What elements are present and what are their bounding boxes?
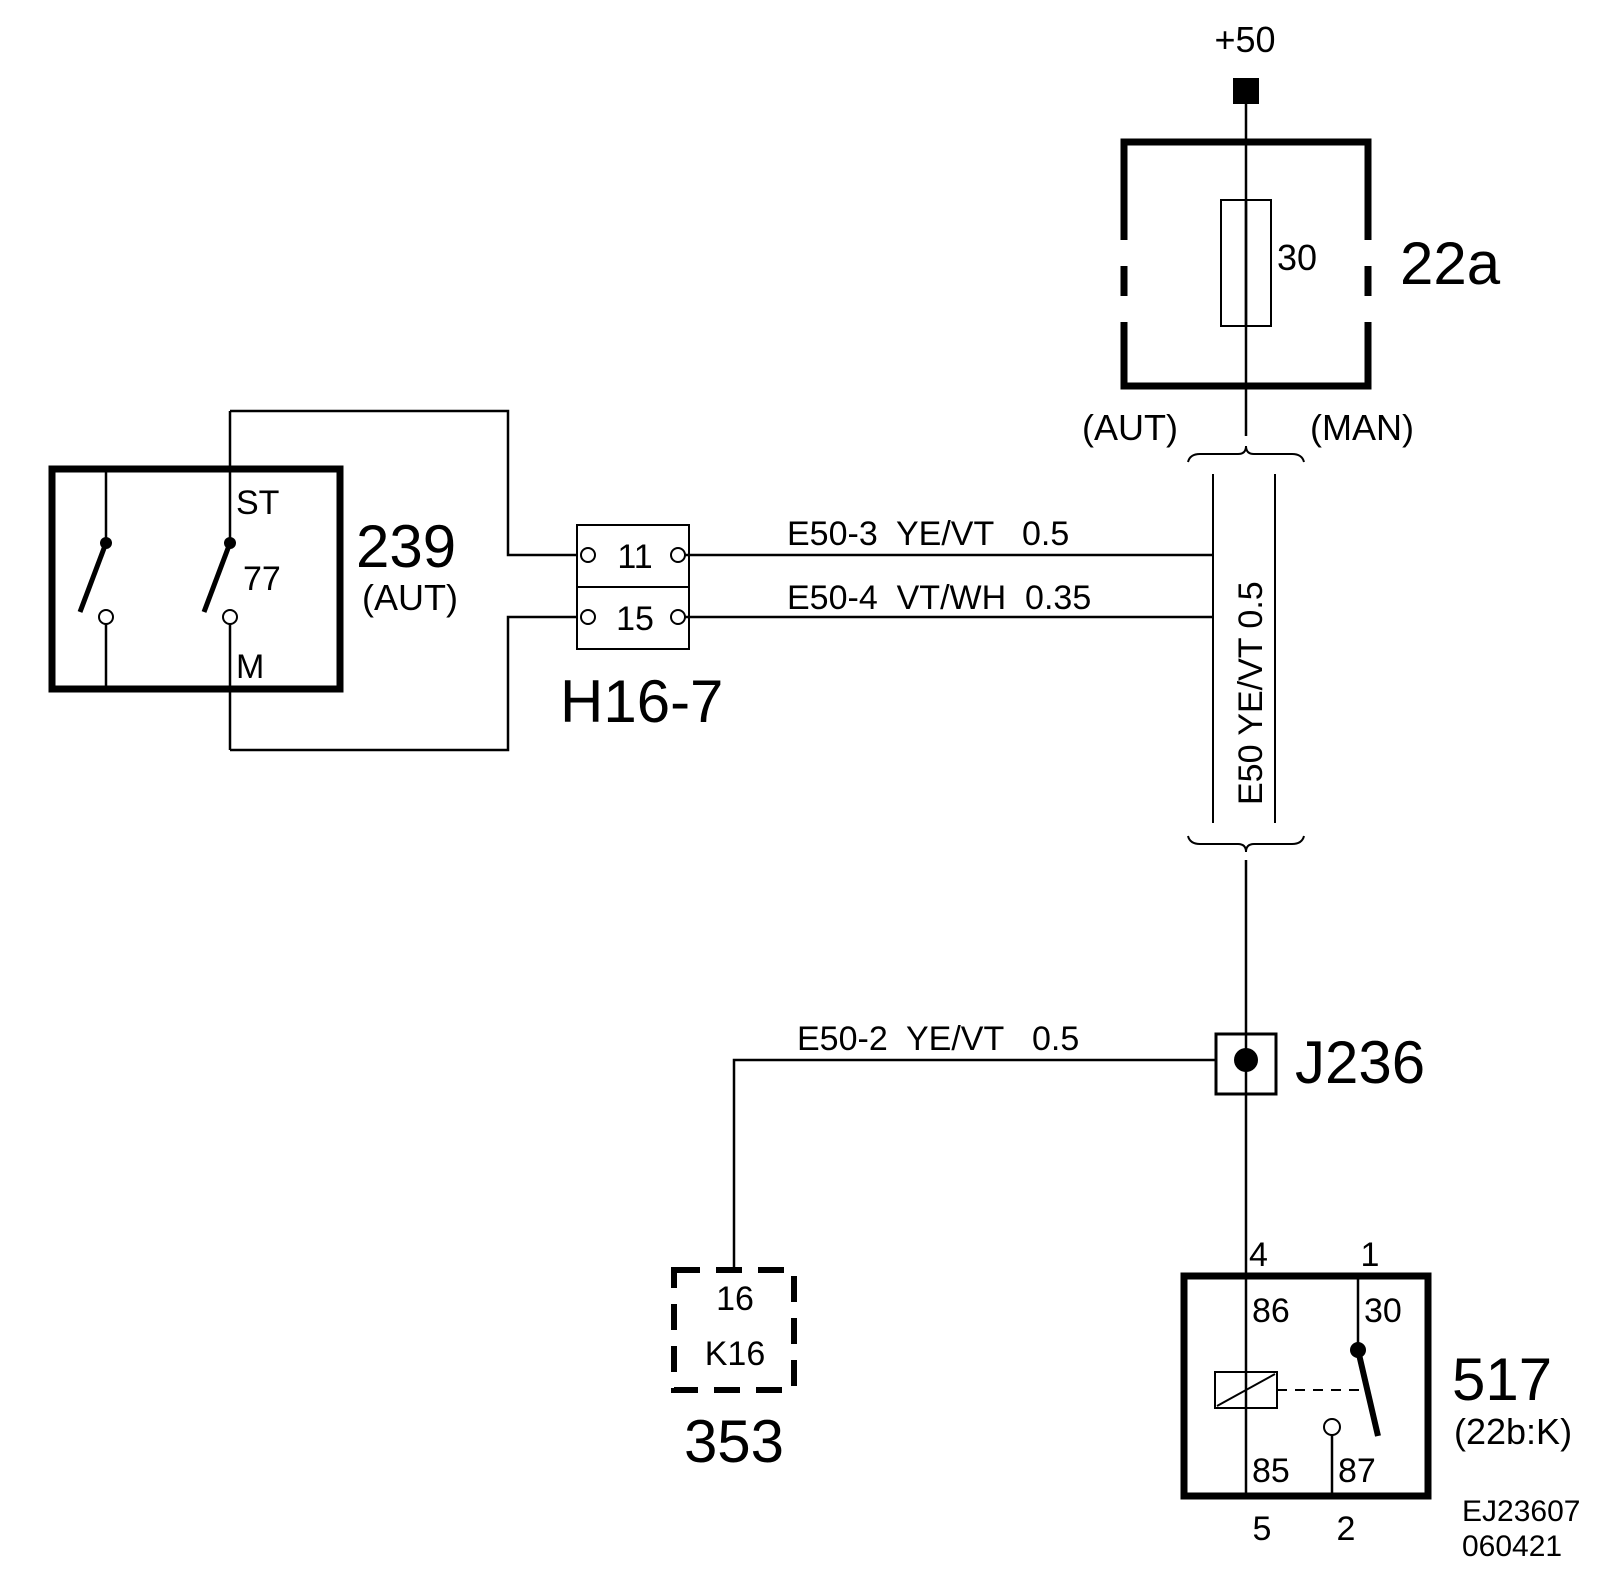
doc-reference: EJ23607 060421 xyxy=(1462,1495,1580,1563)
bottom-brace xyxy=(1187,835,1305,853)
power-label: +50 xyxy=(1214,19,1275,60)
wire-e50-4-label: E50-4 VT/WH 0.35 xyxy=(787,579,1091,617)
wire-e50-3-label: E50-3 YE/VT 0.5 xyxy=(787,515,1069,553)
relay-pin-30: 30 xyxy=(1364,1292,1402,1330)
relay-contact-blade xyxy=(1355,1349,1381,1437)
connector-h16-7: 11 15 H16-7 xyxy=(560,524,723,735)
relay-coil-diagonal xyxy=(1216,1373,1276,1407)
connector-11-left-contact xyxy=(580,547,596,563)
switch-right-blade xyxy=(201,542,233,613)
connector-id: H16-7 xyxy=(560,668,723,735)
wire-st-to-h16-11 xyxy=(230,409,577,557)
switch-pin-st: ST xyxy=(236,484,279,522)
doc-ref-line2: 060421 xyxy=(1462,1530,1562,1563)
connector-pin-15: 15 xyxy=(616,600,654,638)
relay-sub: (22b:K) xyxy=(1454,1411,1572,1452)
connector-15-left-contact xyxy=(580,609,596,625)
fuse-rating: 30 xyxy=(1277,237,1317,278)
relay-id: 517 xyxy=(1452,1346,1552,1413)
relay-ext-pin-1: 1 xyxy=(1361,1236,1380,1274)
switch-id: 239 xyxy=(356,513,456,580)
top-brace xyxy=(1187,445,1305,463)
relay-ext-pin-5: 5 xyxy=(1253,1510,1272,1548)
switch-left-contact xyxy=(98,609,114,625)
fuse-box-outline xyxy=(1120,138,1372,390)
wire-e50-2 xyxy=(732,1058,1216,1270)
relay-contact-87 xyxy=(1323,1418,1341,1436)
relay-pin-85: 85 xyxy=(1252,1452,1290,1490)
relay-517: 4 1 5 2 86 30 85 87 517 (22b:K) xyxy=(1180,1236,1572,1548)
switch-239: ST 77 M 239 (AUT) xyxy=(48,411,458,750)
splice-dot xyxy=(1234,1048,1258,1072)
wire-e50-2-label: E50-2 YE/VT 0.5 xyxy=(797,1020,1079,1058)
module-dashed-box xyxy=(671,1267,797,1393)
splice-j236: J236 xyxy=(1214,1029,1425,1096)
power-terminal-square xyxy=(1233,78,1259,104)
fuse-aut-label: (AUT) xyxy=(1082,407,1178,448)
harness-e50: E50 YE/VT 0.5 xyxy=(1187,445,1305,853)
switch-pin-77: 77 xyxy=(243,560,281,598)
doc-ref-line1: EJ23607 xyxy=(1462,1495,1580,1528)
connector-pin-11: 11 xyxy=(617,538,652,576)
fuse-22a: 30 22a (AUT) (MAN) xyxy=(1082,138,1501,448)
relay-pin-87: 87 xyxy=(1338,1452,1376,1490)
module-id: 353 xyxy=(684,1408,784,1475)
switch-sub: (AUT) xyxy=(362,577,458,618)
switch-pin-m: M xyxy=(236,648,264,686)
relay-box xyxy=(1180,1272,1432,1500)
switch-left-blade xyxy=(77,542,109,613)
module-name: K16 xyxy=(705,1335,766,1373)
splice-id: J236 xyxy=(1295,1029,1425,1096)
switch-right-contact xyxy=(222,609,238,625)
fuse-id: 22a xyxy=(1400,230,1501,297)
relay-ext-pin-4: 4 xyxy=(1249,1236,1268,1274)
module-pin-16: 16 xyxy=(716,1280,754,1318)
harness-label: E50 YE/VT 0.5 xyxy=(1232,581,1270,805)
wire-m-to-h16-15 xyxy=(230,615,577,752)
connector-11-right-contact xyxy=(670,547,686,563)
fuse-man-label: (MAN) xyxy=(1310,407,1414,448)
connector-15-right-contact xyxy=(670,609,686,625)
switch-box xyxy=(48,465,344,693)
relay-ext-pin-2: 2 xyxy=(1337,1510,1356,1548)
module-353: 16 K16 353 xyxy=(671,1267,797,1475)
relay-pin-86: 86 xyxy=(1252,1292,1290,1330)
